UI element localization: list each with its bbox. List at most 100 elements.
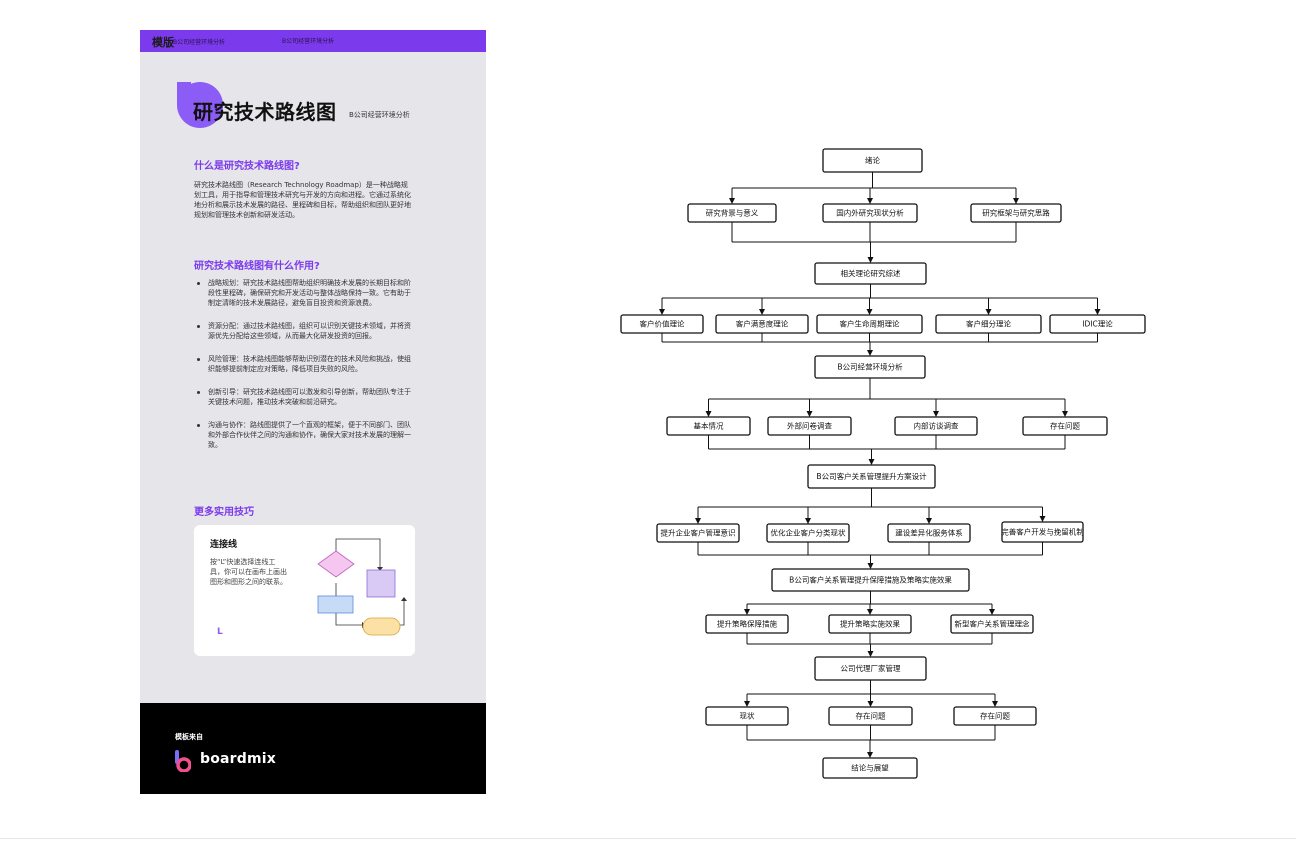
flow-node-n13[interactable]: 外部问卷调查 bbox=[767, 416, 852, 436]
flow-node-n25[interactable]: 公司代理厂家管理 bbox=[814, 656, 927, 681]
flow-node-box bbox=[767, 416, 852, 436]
arrowhead-icon bbox=[868, 459, 875, 465]
flow-node-n27[interactable]: 存在问题 bbox=[828, 706, 913, 726]
flow-node-label: 提升策略保障措施 bbox=[717, 619, 777, 629]
arrowhead-icon bbox=[1062, 411, 1068, 417]
flow-node-n11[interactable]: B公司经营环境分析 bbox=[814, 355, 926, 379]
arrowhead-icon bbox=[867, 257, 874, 263]
flow-node-box bbox=[620, 314, 704, 334]
flow-node-box bbox=[771, 568, 970, 592]
arrowhead-icon bbox=[705, 411, 712, 417]
flow-node-n4[interactable]: 研究框架与研究思路 bbox=[970, 203, 1062, 223]
arrowhead-icon bbox=[759, 309, 765, 315]
flow-node-box bbox=[807, 464, 936, 489]
flow-node-label: 绪论 bbox=[865, 155, 880, 165]
header-subtitle-left: B公司经营环境分析 bbox=[173, 39, 226, 46]
flow-node-box bbox=[970, 203, 1062, 223]
flow-node-label: 客户价值理论 bbox=[640, 319, 685, 329]
connector-illustration bbox=[317, 538, 407, 636]
flow-node-box bbox=[705, 614, 789, 634]
flow-node-n3[interactable]: 国内外研究现状分析 bbox=[822, 203, 918, 223]
flow-node-n29[interactable]: 结论与展望 bbox=[822, 757, 918, 779]
arrowhead-icon bbox=[659, 309, 665, 315]
flow-node-label: 相关理论研究综述 bbox=[841, 268, 901, 278]
arrowhead-icon bbox=[866, 309, 873, 315]
section-heading-what: 什么是研究技术路线图? bbox=[194, 161, 300, 172]
flow-node-label: 内部访谈调查 bbox=[914, 421, 959, 431]
flow-node-label: 结论与展望 bbox=[851, 763, 889, 773]
flow-node-box bbox=[666, 416, 751, 436]
flow-node-n16[interactable]: B公司客户关系管理提升方案设计 bbox=[807, 464, 936, 489]
section-heading-purpose: 研究技术路线图有什么作用? bbox=[194, 261, 320, 272]
flow-node-n19[interactable]: 建设差异化服务体系 bbox=[887, 523, 971, 543]
arrowhead-icon bbox=[985, 309, 992, 315]
flow-node-n15[interactable]: 存在问题 bbox=[1022, 416, 1108, 436]
flow-node-box bbox=[814, 355, 926, 379]
flowchart-connectors bbox=[659, 172, 1101, 758]
flow-node-n24[interactable]: 新型客户关系管理理念 bbox=[950, 614, 1034, 634]
title-decoration-blob bbox=[177, 82, 223, 128]
flow-node-label: 存在问题 bbox=[980, 711, 1010, 721]
flow-node-n14[interactable]: 内部访谈调查 bbox=[894, 416, 978, 436]
section-text-what: 研究技术路线图（Research Technology Roadmap）是一种战… bbox=[194, 181, 411, 219]
flow-node-n6[interactable]: 客户价值理论 bbox=[620, 314, 704, 334]
flow-node-box bbox=[814, 656, 927, 681]
flow-node-label: 现状 bbox=[740, 711, 755, 721]
terminal-shape bbox=[362, 617, 401, 636]
arrowhead-icon bbox=[933, 411, 939, 417]
page-title-subtitle: B公司经营环境分析 bbox=[349, 111, 410, 119]
tip-card-connector: 连接线 按“L”快速选择连线工具，你可以在画布上画出图形和图形之间的联系。 L bbox=[194, 525, 415, 656]
flow-node-label: 存在问题 bbox=[1050, 421, 1080, 431]
flow-node-box bbox=[1049, 314, 1146, 334]
page-title: 研究技术路线图 bbox=[193, 100, 337, 124]
flow-node-box bbox=[953, 706, 1037, 726]
flow-node-box bbox=[828, 706, 913, 726]
arrowhead-icon bbox=[744, 609, 750, 615]
flow-node-label: 客户生命周期理论 bbox=[840, 319, 900, 329]
flow-node-box bbox=[822, 757, 918, 779]
flow-node-n2[interactable]: 研究背景与意义 bbox=[687, 203, 777, 223]
flow-node-box bbox=[935, 314, 1042, 334]
boardmix-logo-icon bbox=[175, 750, 191, 772]
flow-node-n26[interactable]: 现状 bbox=[705, 706, 789, 726]
flow-node-n28[interactable]: 存在问题 bbox=[953, 706, 1037, 726]
flow-node-label: 基本情况 bbox=[694, 421, 724, 431]
arrowhead-icon bbox=[867, 563, 874, 569]
flow-node-label: 新型客户关系管理理念 bbox=[955, 619, 1030, 629]
flow-node-n23[interactable]: 提升策略实施效果 bbox=[828, 614, 912, 634]
flow-node-n18[interactable]: 优化企业客户分类现状 bbox=[766, 523, 850, 543]
arrowhead-icon bbox=[1013, 198, 1019, 204]
flow-node-n9[interactable]: 客户细分理论 bbox=[935, 314, 1042, 334]
section-heading-tips: 更多实用技巧 bbox=[194, 507, 254, 518]
flow-node-n10[interactable]: IDIC理论 bbox=[1049, 314, 1146, 334]
flow-node-box bbox=[828, 614, 912, 634]
arrowhead-icon bbox=[926, 518, 932, 524]
template-card: 模版 B公司经营环境分析 B公司经营环境分析 研究技术路线图 B公司经营环境分析… bbox=[140, 30, 486, 794]
flow-node-label: 外部问卷调查 bbox=[787, 421, 832, 431]
arrowhead-icon bbox=[992, 701, 998, 707]
flow-node-n5[interactable]: 相关理论研究综述 bbox=[814, 262, 927, 285]
flow-node-label: 研究框架与研究思路 bbox=[982, 208, 1050, 218]
flow-node-n8[interactable]: 客户生命周期理论 bbox=[816, 314, 923, 334]
flow-node-n7[interactable]: 客户满意度理论 bbox=[715, 314, 809, 334]
flow-node-label: B公司客户关系管理提升方案设计 bbox=[816, 471, 927, 481]
flow-node-n17[interactable]: 提升企业客户管理意识 bbox=[656, 523, 740, 543]
flow-node-box bbox=[656, 523, 740, 543]
flow-node-n21[interactable]: B公司客户关系管理提升保障措施及策略实施效果 bbox=[771, 568, 970, 592]
flow-node-n20[interactable]: 完善客户开发与挽留机制 bbox=[1001, 521, 1084, 543]
bullet-item: 创新引导：研究技术路线图可以激发和引导创新，帮助团队专注于关键技术问题，推动技术… bbox=[196, 387, 416, 407]
flow-node-n22[interactable]: 提升策略保障措施 bbox=[705, 614, 789, 634]
flow-node-n1[interactable]: 绪论 bbox=[822, 148, 923, 173]
flow-node-label: 提升企业客户管理意识 bbox=[661, 528, 736, 538]
flow-node-box bbox=[950, 614, 1034, 634]
flow-node-box bbox=[822, 148, 923, 173]
flow-node-n12[interactable]: 基本情况 bbox=[666, 416, 751, 436]
purpose-bullet-list: 战略规划：研究技术路线图帮助组织明确技术发展的长期目标和阶段性里程碑，确保研究和… bbox=[196, 278, 416, 463]
flow-node-box bbox=[887, 523, 971, 543]
flow-node-box bbox=[822, 203, 918, 223]
rectangle-shape bbox=[317, 595, 354, 614]
arrowhead-icon bbox=[805, 518, 811, 524]
card-header-bar: 模版 B公司经营环境分析 B公司经营环境分析 bbox=[140, 30, 486, 52]
